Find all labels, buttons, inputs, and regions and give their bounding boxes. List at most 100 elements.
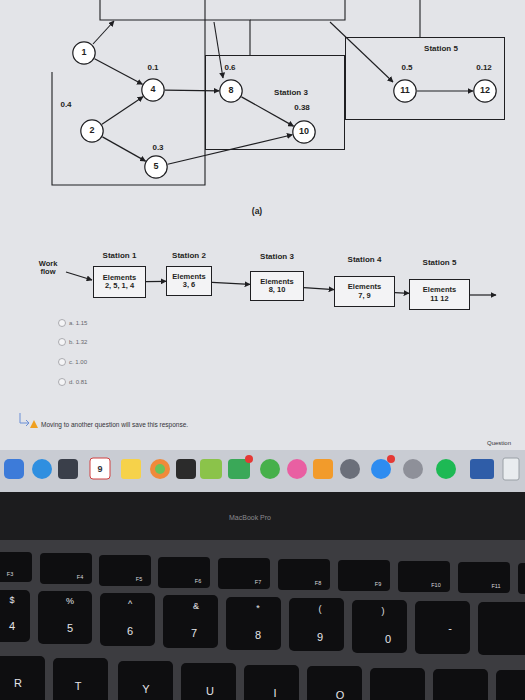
function-key-label: F9 (375, 581, 381, 587)
element-number: 8 (219, 79, 243, 103)
radio-buttons (59, 339, 66, 346)
key-label: 4 (9, 620, 15, 632)
function-key-label: F7 (255, 579, 261, 585)
screen-area (0, 0, 525, 495)
precedence-lines (205, 20, 250, 55)
element-circle: 11 (393, 79, 417, 103)
circle-shape (81, 120, 103, 142)
keyboard-keys (338, 560, 390, 591)
keyboard-keys (398, 561, 450, 592)
element-circle: 12 (473, 79, 497, 103)
precedence-lines (330, 22, 393, 82)
station-box: Elements 8, 10 (250, 271, 304, 301)
element-number: 10 (292, 120, 316, 144)
radio-buttons (59, 320, 66, 327)
keyboard-keys (40, 553, 92, 584)
radio-buttons (59, 359, 66, 366)
answer-option: c. 1.00 (69, 359, 87, 366)
keyboard-keys (496, 670, 525, 700)
circle-shape (145, 156, 167, 178)
keyboard-keys (226, 597, 281, 650)
key-label: Y (142, 683, 149, 695)
flow-label: Work flow (33, 260, 63, 277)
station-region: Station 5 11 12 (345, 37, 505, 120)
element-number: 2 (80, 119, 104, 143)
dock-bar (245, 455, 253, 463)
dock-bar (470, 459, 494, 479)
element-circle: 8 (219, 79, 243, 103)
answer-option: b. 1.32 (69, 339, 87, 346)
keyboard-keys (278, 559, 330, 590)
element-circle: 10 (292, 120, 316, 144)
keyboard-keys (100, 593, 155, 646)
keyboard-keys (163, 595, 218, 648)
circle-shape (220, 80, 242, 102)
precedence-lines (52, 0, 205, 185)
time-value: 0.6 (224, 64, 235, 73)
keyboard-keys (433, 669, 488, 700)
time-value: 0.5 (401, 64, 412, 73)
precedence-lines (100, 0, 205, 20)
precedence-arrow (241, 97, 293, 126)
dock-bar (4, 459, 24, 479)
dock-bar (32, 459, 52, 479)
keyboard-keys (307, 666, 362, 700)
circle-shape (293, 121, 315, 143)
dock-bar (121, 459, 141, 479)
flow-arrows (66, 272, 92, 280)
dock-bar (313, 459, 333, 479)
station-box: Elements 2, 5, 1, 4 (93, 266, 146, 298)
key-label: ( (319, 605, 322, 615)
function-key-label: F5 (136, 576, 142, 582)
dock-bar (403, 459, 423, 479)
keyboard-keys (0, 552, 525, 700)
station-label: Station 5 (424, 45, 458, 54)
station-heading: Station 5 (397, 259, 482, 268)
key-label: T (75, 680, 82, 692)
key-label: ^ (128, 600, 132, 610)
dock-bar (503, 458, 519, 480)
dock-bar (436, 459, 456, 479)
key-label: 5 (67, 622, 73, 634)
key-label: 9 (317, 631, 323, 643)
keyboard-keys (181, 663, 236, 700)
radio-buttons (59, 379, 66, 386)
time-value: 0.1 (147, 64, 158, 73)
circle-shape (142, 79, 164, 101)
key-label: U (206, 685, 214, 697)
function-key-label: F10 (431, 582, 440, 588)
circle-shape (474, 80, 496, 102)
precedence-arrow (95, 59, 143, 85)
keyboard-keys (415, 601, 470, 654)
dock-bar (260, 459, 280, 479)
station-group: Station 5 Elements 11 12 (397, 259, 482, 310)
time-value: 0.12 (476, 64, 492, 73)
keyboard-keys (352, 600, 407, 653)
function-key-label: F6 (195, 578, 201, 584)
precedence-arrow (395, 292, 409, 294)
keyboard-keys (118, 661, 173, 700)
dock-bar (200, 459, 222, 479)
keyboard-keys (0, 590, 30, 642)
precedence-arrow (146, 281, 166, 282)
keyboard-keys (370, 668, 425, 700)
circle-shape (394, 80, 416, 102)
laptop-body (0, 492, 525, 540)
key-label: * (256, 604, 260, 614)
key-label: ) (382, 607, 385, 617)
element-number: 5 (144, 155, 168, 179)
dock-bar (387, 455, 395, 463)
station-label: Station 3 (274, 89, 308, 98)
station-group: Station 3Elements 8, 10 (238, 253, 316, 301)
key-label: $ (9, 596, 14, 606)
dock-bar (0, 450, 525, 492)
key-label: 0 (385, 633, 391, 645)
circle-shape (73, 42, 95, 64)
figure-tag: (a) (252, 207, 262, 216)
element-list: Elements 11 12 (420, 286, 460, 303)
keyboard-keys (458, 562, 510, 593)
notice-icons (30, 420, 38, 428)
function-key-label: F8 (315, 580, 321, 586)
time-value: 0.3 (152, 144, 163, 153)
